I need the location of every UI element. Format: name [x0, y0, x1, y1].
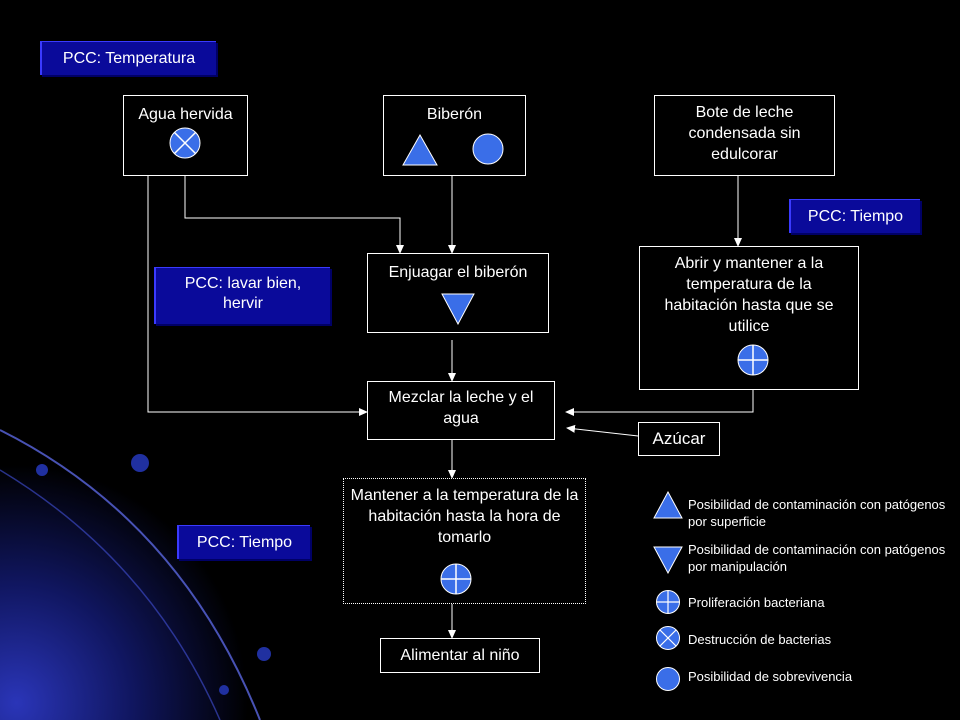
pcc-tiempo-top-label: PCC: Tiempo — [789, 199, 920, 233]
step-enjuagar-label: Enjuagar el biberón — [388, 264, 528, 281]
step-alimentar-label: Alimentar al niño — [400, 647, 520, 664]
step-mezclar-label: Mezclar la leche y el agua — [388, 389, 534, 427]
step-mantener-label: Mantener a la temperatura de la habitaci… — [350, 487, 579, 546]
triangle-up-icon — [653, 491, 683, 519]
legend-item-superficie: Posibilidad de contaminación con patógen… — [688, 497, 946, 529]
step-mezclar: Mezclar la leche y el agua — [367, 381, 555, 440]
legend-item-manipulacion: Posibilidad de contaminación con patógen… — [688, 542, 946, 574]
step-bote-leche-label: Bote de leche condensada sin edulcorar — [688, 104, 801, 163]
triangle-down-icon — [653, 546, 683, 574]
circle-plus-icon — [656, 590, 680, 614]
circle-icon — [472, 133, 504, 165]
pcc-temperatura-label: PCC: Temperatura — [40, 41, 216, 75]
triangle-up-icon — [402, 134, 438, 166]
circle-x-icon — [169, 127, 201, 159]
triangle-down-icon — [441, 293, 475, 325]
circle-icon — [656, 667, 680, 691]
pcc-lavar-label: PCC: lavar bien, hervir — [154, 267, 330, 324]
circle-plus-icon — [440, 563, 472, 595]
circle-x-icon — [656, 626, 680, 650]
circle-plus-icon — [737, 344, 769, 376]
legend-item-destruccion: Destrucción de bacterias — [688, 632, 832, 647]
pcc-tiempo-bottom-label: PCC: Tiempo — [177, 525, 310, 559]
legend-item-proliferacion: Proliferación bacteriana — [688, 595, 825, 610]
step-azucar: Azúcar — [638, 422, 720, 456]
step-abrir-label: Abrir y mantener a la temperatura de la … — [664, 255, 834, 335]
step-alimentar: Alimentar al niño — [380, 638, 540, 673]
step-agua-hervida-label: Agua hervida — [138, 106, 233, 123]
step-bote-leche: Bote de leche condensada sin edulcorar — [654, 95, 835, 176]
step-biberon-label: Biberón — [426, 106, 483, 123]
step-azucar-label: Azúcar — [652, 429, 706, 448]
legend-item-sobrevivencia: Posibilidad de sobrevivencia — [688, 669, 853, 684]
